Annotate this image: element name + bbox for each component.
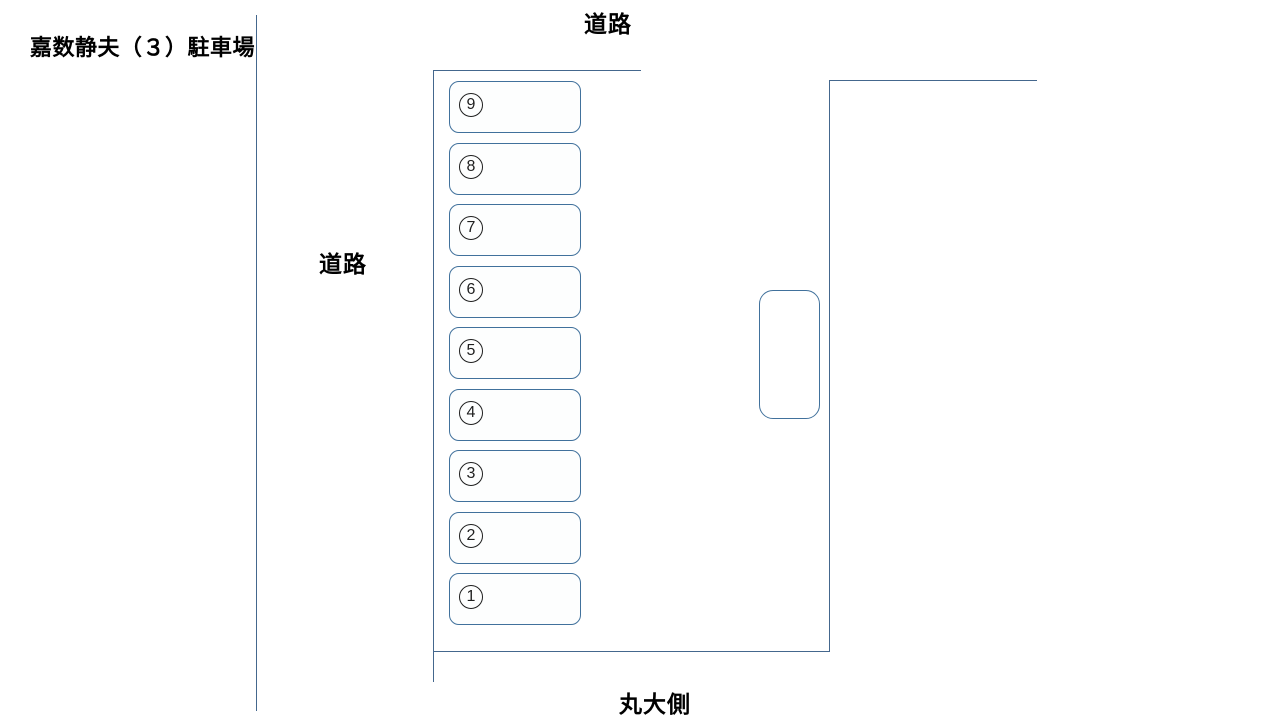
space-number-circle: 3	[459, 462, 483, 486]
road-divider-line	[256, 15, 257, 711]
lot-boundary-top-right-segment	[829, 80, 1037, 81]
road-label-top: 道路	[584, 11, 632, 37]
marudai-side-label: 丸大側	[619, 691, 691, 717]
parking-space-3: 3	[449, 450, 581, 502]
lot-boundary-top-left-segment	[433, 70, 641, 71]
parking-space-4: 4	[449, 388, 581, 441]
parking-space-1: 1	[449, 573, 581, 625]
lot-boundary-right-segment	[829, 80, 830, 652]
road-label-left: 道路	[319, 251, 367, 277]
unlabeled-structure-box	[759, 290, 820, 419]
space-number-circle: 2	[459, 523, 483, 548]
space-number-circle: 9	[459, 93, 483, 117]
page-title: 嘉数静夫（３）駐車場	[30, 35, 256, 60]
parking-space-6: 6	[449, 265, 581, 318]
parking-space-2: 2	[449, 511, 581, 564]
space-number-circle: 1	[459, 585, 483, 609]
parking-spaces-column: 9 8 7 6 5 4 3 2 1	[449, 81, 581, 625]
space-number-circle: 4	[459, 400, 483, 425]
space-number-circle: 5	[459, 339, 483, 363]
lot-boundary-left-segment	[433, 70, 434, 682]
lot-boundary-bottom-segment	[433, 651, 830, 652]
space-number-circle: 6	[459, 277, 483, 302]
parking-space-9: 9	[449, 81, 581, 133]
parking-space-8: 8	[449, 142, 581, 195]
parking-space-7: 7	[449, 204, 581, 256]
space-number-circle: 8	[459, 154, 483, 179]
space-number-circle: 7	[459, 216, 483, 240]
parking-space-5: 5	[449, 327, 581, 379]
